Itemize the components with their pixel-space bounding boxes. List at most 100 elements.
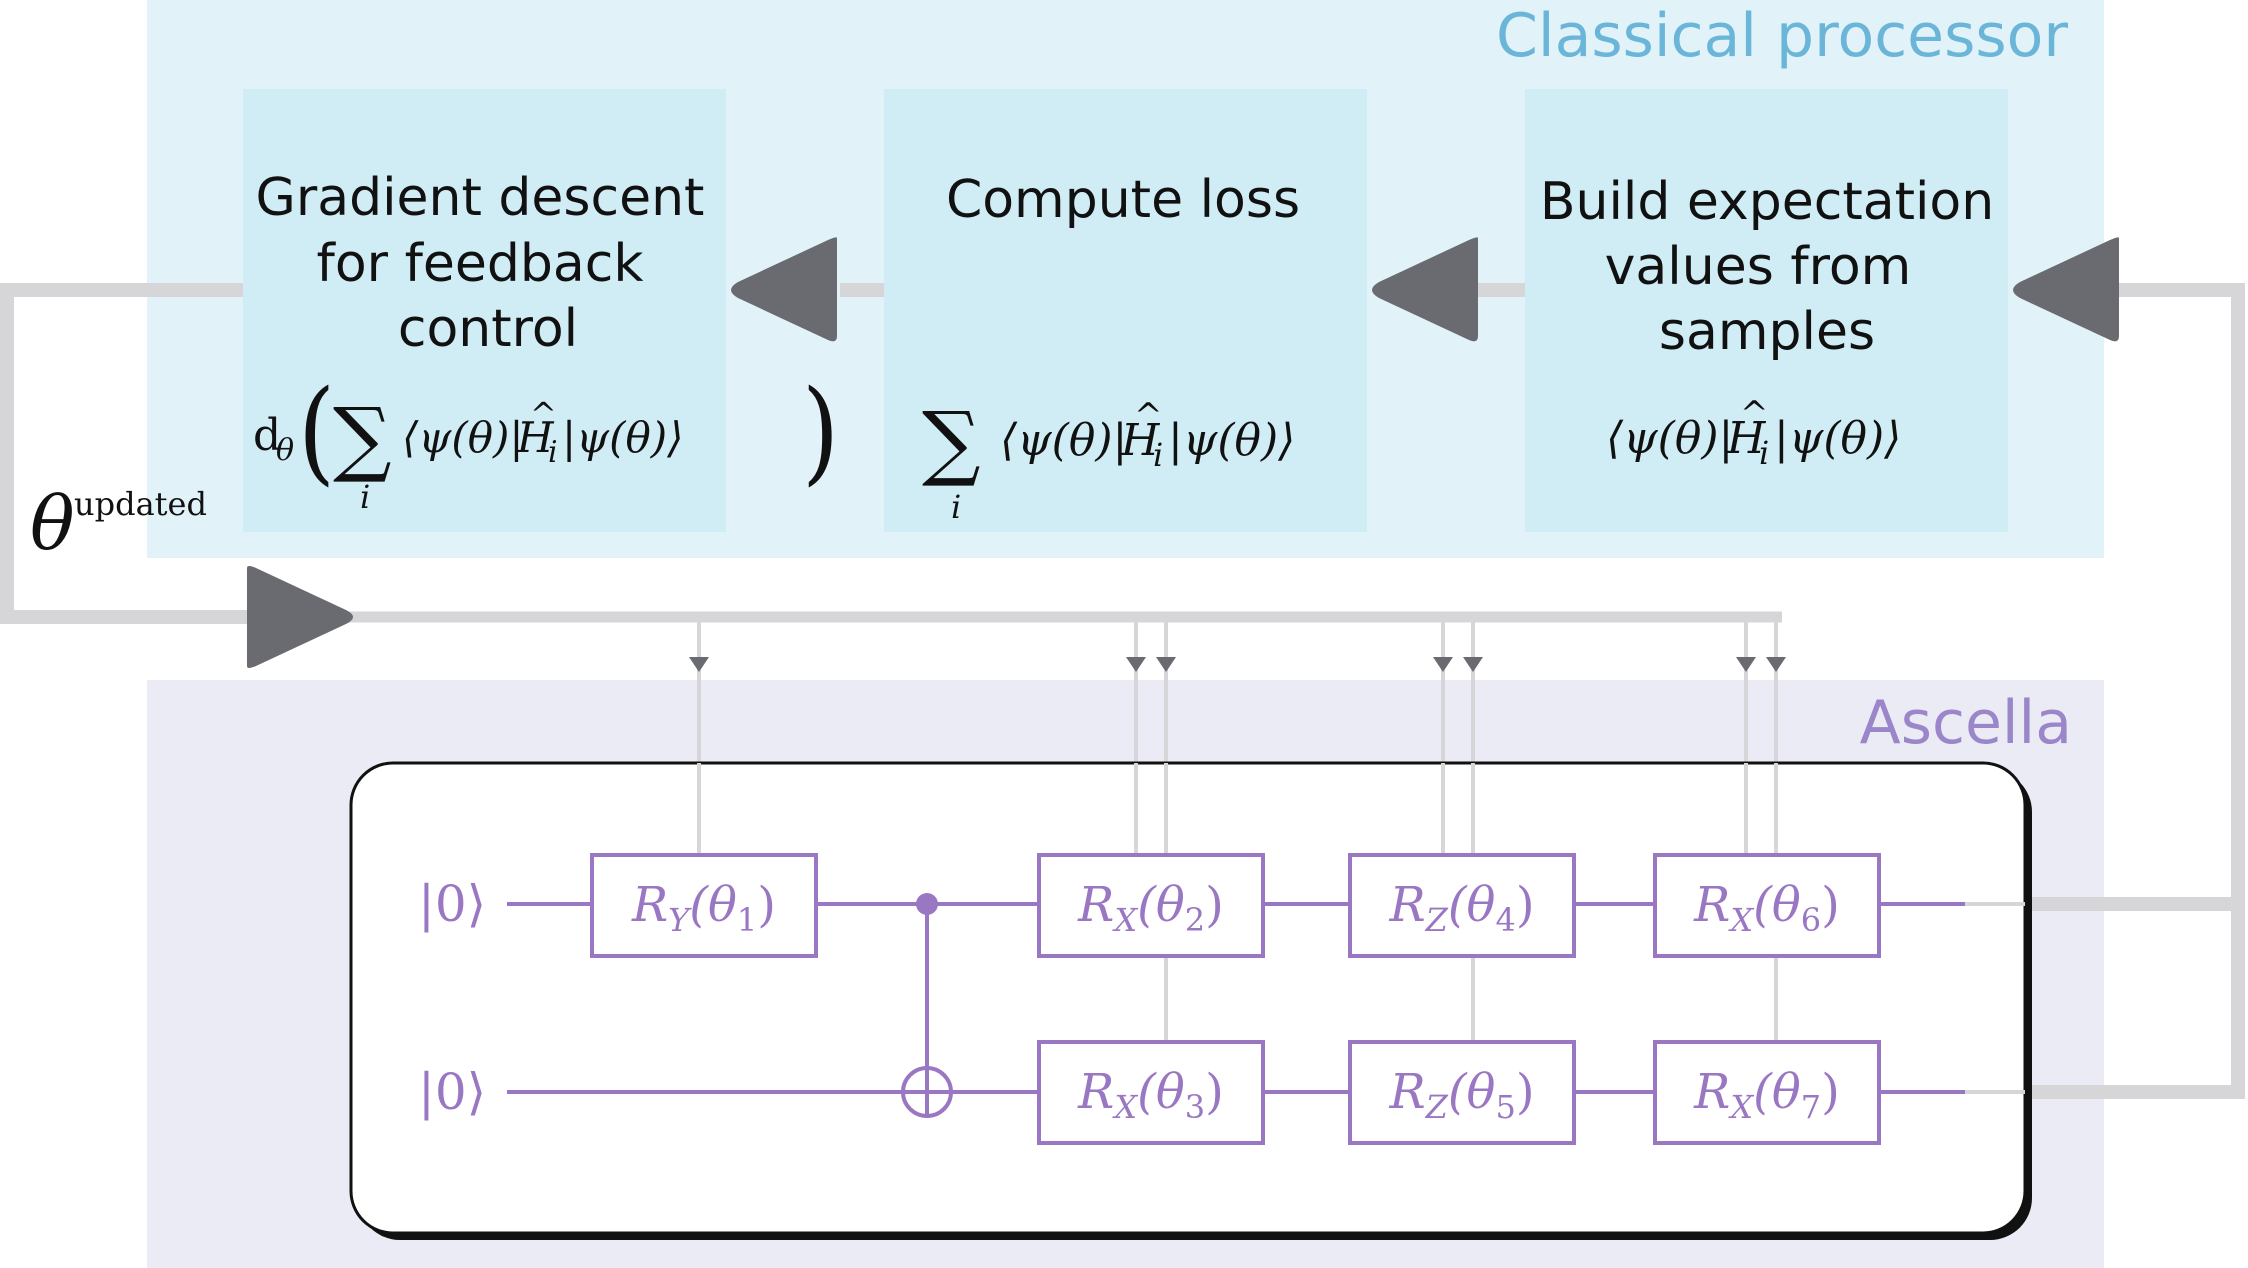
gate-axis: X bbox=[1111, 1088, 1138, 1126]
gate-R: R bbox=[1693, 877, 1730, 933]
formula-H-subscript: i bbox=[548, 435, 558, 470]
feedback-loop bbox=[0, 283, 2245, 1099]
circuit-panel bbox=[349, 761, 2027, 1235]
gate-arg-open: (θ bbox=[1137, 877, 1185, 933]
gate-rx-theta2: RX(θ2) bbox=[1037, 853, 1265, 958]
gate-index: 1 bbox=[737, 901, 757, 939]
box-expect-line2: values from bbox=[1605, 237, 1912, 297]
gate-rx-theta6: RX(θ6) bbox=[1653, 853, 1881, 958]
gate-label: RX(θ2) bbox=[1077, 877, 1224, 939]
gate-box bbox=[1348, 853, 1576, 958]
gate-arg-close: ) bbox=[1205, 877, 1224, 933]
formula-H: H bbox=[1726, 413, 1767, 464]
gate-arg-open: (θ bbox=[1753, 877, 1801, 933]
theta-superscript: updated bbox=[74, 485, 207, 523]
gate-box bbox=[1348, 1040, 1576, 1145]
gate-arg-close: ) bbox=[1516, 1064, 1535, 1120]
gate-label: RY(θ1) bbox=[631, 877, 776, 939]
rotation-gates: RY(θ1)RX(θ2)RX(θ3)RZ(θ4)RZ(θ5)RX(θ6)RX(θ… bbox=[590, 853, 1881, 1145]
gate-label: RX(θ3) bbox=[1077, 1064, 1224, 1126]
cnot-gate bbox=[901, 893, 953, 1118]
gate-R: R bbox=[1693, 1064, 1730, 1120]
gate-rx-theta3: RX(θ3) bbox=[1037, 1040, 1265, 1145]
gate-arg-close: ) bbox=[1821, 1064, 1840, 1120]
gate-R: R bbox=[1388, 877, 1425, 933]
update-wire bbox=[0, 283, 300, 624]
ket-q1: |0⟩ bbox=[418, 875, 486, 933]
gate-axis: X bbox=[1727, 901, 1754, 939]
formula-H-hat: ^ bbox=[1740, 394, 1769, 434]
box-build-expectation: Build expectation values from samples ⟨ψ… bbox=[1525, 89, 2008, 532]
arrowhead-theta4 bbox=[1433, 657, 1453, 672]
gate-axis: Z bbox=[1425, 901, 1449, 939]
flow-arrows bbox=[247, 237, 2119, 668]
gate-rz-theta5: RZ(θ5) bbox=[1348, 1040, 1576, 1145]
gate-axis: X bbox=[1727, 1088, 1754, 1126]
arrowhead-theta5 bbox=[1463, 657, 1483, 672]
formula-ket: |ψ(θ)⟩ bbox=[1168, 415, 1295, 466]
gate-box bbox=[1037, 1040, 1265, 1145]
formula-ket: |ψ(θ)⟩ bbox=[562, 413, 684, 462]
formula-rparen: ) bbox=[802, 367, 839, 497]
gate-index: 5 bbox=[1495, 1088, 1515, 1126]
gate-arg-open: (θ bbox=[1448, 877, 1496, 933]
box-gradient-line2: for feedback bbox=[317, 234, 644, 294]
gate-box bbox=[1653, 1040, 1881, 1145]
gate-axis: Z bbox=[1425, 1088, 1449, 1126]
gate-rz-theta4: RZ(θ4) bbox=[1348, 853, 1576, 958]
formula-bra: ⟨ψ(θ)| bbox=[1000, 415, 1127, 466]
formula-sum-index: i bbox=[360, 478, 370, 516]
theta-updated-label: θ updated bbox=[30, 481, 207, 567]
formula-bra: ⟨ψ(θ)| bbox=[1606, 413, 1733, 464]
arrowhead-theta1 bbox=[689, 657, 709, 672]
formula-H: H bbox=[1120, 415, 1161, 466]
arrowhead-theta2 bbox=[1126, 657, 1146, 672]
box-compute-loss: Compute loss ∑ i ⟨ψ(θ)| H ^ i |ψ(θ)⟩ bbox=[884, 89, 1367, 532]
gate-arg-close: ) bbox=[1205, 1064, 1224, 1120]
gate-arg-open: (θ bbox=[1753, 1064, 1801, 1120]
arrowhead-theta7 bbox=[1766, 657, 1786, 672]
formula-H-subscript: i bbox=[1759, 434, 1769, 472]
gate-label: RX(θ7) bbox=[1693, 1064, 1840, 1126]
gate-arg-close: ) bbox=[1516, 877, 1535, 933]
gate-R: R bbox=[1077, 877, 1114, 933]
gate-ry-theta1: RY(θ1) bbox=[590, 853, 818, 958]
loss-formula: ∑ i ⟨ψ(θ)| H ^ i |ψ(θ)⟩ bbox=[922, 395, 1295, 526]
box-expect-line3: samples bbox=[1659, 302, 1875, 362]
formula-ket: |ψ(θ)⟩ bbox=[1774, 413, 1901, 464]
arrow-parameter-update bbox=[247, 566, 353, 668]
formula-H-subscript: i bbox=[1153, 436, 1163, 474]
gate-box bbox=[1037, 853, 1265, 958]
gate-label: RZ(θ5) bbox=[1388, 1064, 1534, 1126]
quantum-processor-title: Ascella bbox=[1860, 688, 2072, 758]
gate-arg-open: (θ bbox=[689, 877, 737, 933]
arrow-into-expectation bbox=[2013, 237, 2119, 342]
arrow-into-gradient bbox=[731, 237, 837, 342]
box-gradient-descent: Gradient descent for feedback control d … bbox=[243, 89, 839, 532]
gate-label: RZ(θ4) bbox=[1388, 877, 1534, 939]
arrow-into-loss bbox=[1372, 237, 1478, 342]
formula-H-hat: ^ bbox=[1134, 396, 1163, 436]
gate-index: 6 bbox=[1801, 901, 1821, 939]
gate-box bbox=[590, 853, 818, 958]
box-build-expectation-bg bbox=[1525, 89, 2008, 532]
ket-q2: |0⟩ bbox=[418, 1063, 486, 1121]
formula-lparen: ( bbox=[298, 367, 335, 497]
formula-d: d bbox=[253, 410, 281, 461]
cnot-control-dot bbox=[916, 893, 938, 915]
arrowhead-theta3 bbox=[1156, 657, 1176, 672]
gate-box bbox=[1653, 853, 1881, 958]
formula-sum-index: i bbox=[951, 488, 961, 526]
gate-index: 4 bbox=[1495, 901, 1515, 939]
formula-d-subscript: θ bbox=[276, 433, 294, 468]
formula-H: H bbox=[516, 413, 555, 462]
formula-sum: ∑ bbox=[922, 395, 981, 490]
theta-symbol: θ bbox=[30, 481, 75, 567]
expect-formula: ⟨ψ(θ)| H ^ i |ψ(θ)⟩ bbox=[1606, 394, 1901, 472]
gate-rx-theta7: RX(θ7) bbox=[1653, 1040, 1881, 1145]
box-expect-line1: Build expectation bbox=[1540, 172, 1994, 232]
gate-index: 7 bbox=[1801, 1088, 1821, 1126]
bus-arrowheads bbox=[689, 657, 1786, 672]
